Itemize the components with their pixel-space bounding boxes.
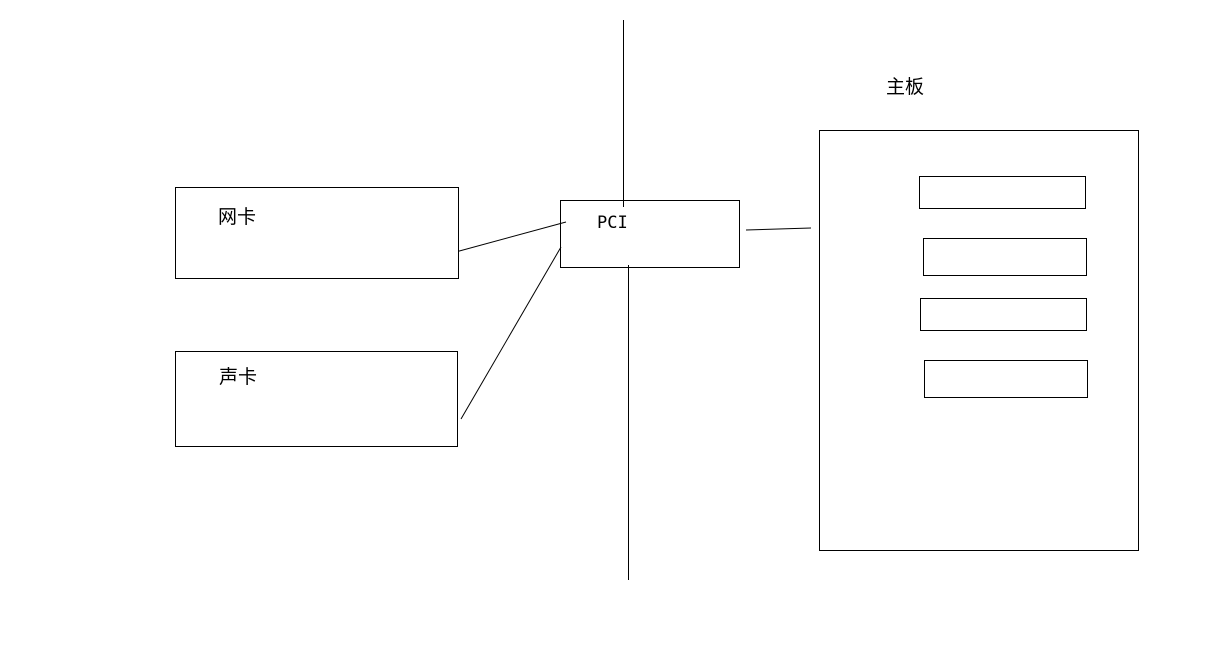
motherboard-slot — [919, 176, 1086, 209]
motherboard-slot — [924, 360, 1088, 398]
nic-to-pci-line — [451, 221, 567, 254]
motherboard-label: 主板 — [886, 76, 925, 98]
pci-label: PCI — [597, 213, 628, 233]
sound-card-to-pci-line — [460, 246, 562, 420]
pci-box — [560, 200, 740, 268]
sound-card-box — [175, 351, 458, 447]
nic-box — [175, 187, 459, 279]
sound-card-label: 声卡 — [219, 366, 258, 388]
motherboard-slot — [920, 298, 1087, 331]
pci-to-motherboard-line — [745, 227, 812, 231]
nic-label: 网卡 — [218, 206, 257, 228]
motherboard-slot — [923, 238, 1087, 276]
